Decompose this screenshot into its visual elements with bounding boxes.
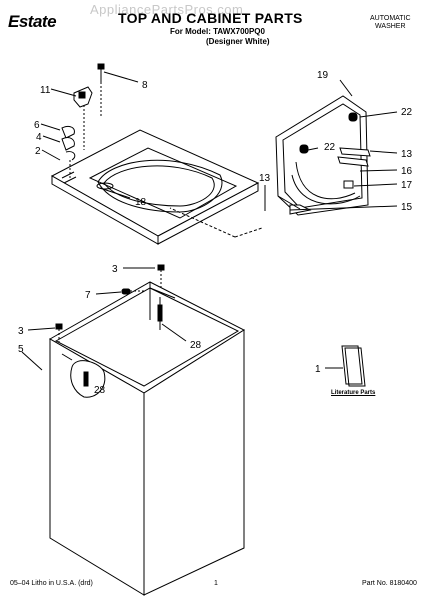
callout-22a: 22 [401, 107, 413, 118]
callout-7: 7 [85, 290, 91, 301]
lid-assembly [275, 95, 371, 216]
product-type: AUTOMATIC WASHER [370, 15, 411, 31]
callout-28b: 28 [94, 385, 106, 396]
callout-5: 5 [18, 344, 24, 355]
fasteners-parts-3-7 [55, 264, 176, 361]
page-title: TOP AND CABINET PARTS [118, 10, 303, 26]
callout-4: 4 [36, 132, 42, 143]
literature-parts-label: Literature Parts [331, 390, 376, 396]
callout-1: 1 [315, 364, 321, 375]
product-type-line1: AUTOMATIC [370, 15, 411, 22]
callout-22b: 22 [324, 142, 336, 153]
callout-17: 17 [401, 180, 413, 191]
callout-2: 2 [35, 146, 41, 157]
callout-13a: 13 [401, 149, 413, 160]
callout-3a: 3 [112, 264, 118, 275]
literature-packet [341, 345, 366, 387]
callout-16: 16 [401, 166, 413, 177]
callout-13b: 13 [259, 173, 271, 184]
callout-numbers: 8 11 6 4 2 18 19 22 22 13 13 16 17 15 3 … [18, 70, 413, 396]
leader-lines [21, 71, 398, 371]
washer-top-panel [50, 129, 260, 245]
callout-19: 19 [317, 70, 329, 81]
footer-part-number: Part No. 8180400 [362, 580, 417, 587]
variant-line: (Designer White) [206, 37, 270, 46]
product-type-line2: WASHER [375, 23, 406, 30]
callout-18: 18 [135, 197, 147, 208]
callout-11: 11 [40, 85, 51, 96]
model-line: For Model: TAWX700PQ0 [170, 27, 265, 36]
callout-28a: 28 [190, 340, 202, 351]
screw-part-8 [97, 63, 105, 118]
clips-parts-6-4 [61, 125, 76, 178]
watermark: AppliancePartsPros.com [90, 2, 244, 17]
footer-litho: 05–04 Litho in U.S.A. (drd) [10, 580, 93, 587]
bracket-part-11 [73, 86, 93, 150]
callout-6: 6 [34, 120, 40, 131]
cabinet [48, 281, 246, 596]
callout-3b: 3 [18, 326, 24, 337]
footer-page-number: 1 [214, 580, 218, 587]
callout-8: 8 [142, 80, 148, 91]
callout-15: 15 [401, 202, 413, 213]
brand-logo: Estate [8, 12, 57, 31]
